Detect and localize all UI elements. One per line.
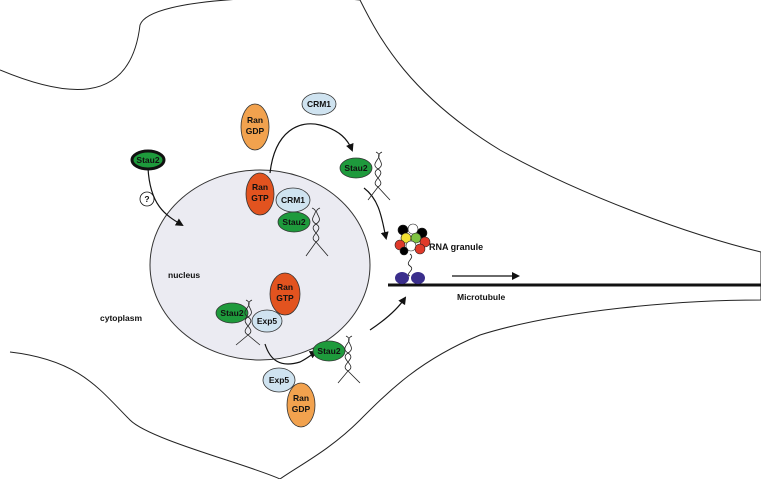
ran-gtp-upper-ran: Ran bbox=[252, 182, 268, 192]
stau2-cyto-lower-label: Stau2 bbox=[317, 346, 340, 356]
rna-granule bbox=[394, 223, 431, 256]
stau2-cyto-upper bbox=[339, 157, 373, 179]
stau2-cyto-lower bbox=[312, 340, 346, 362]
ran-gdp-bottom-gdp: GDP bbox=[292, 404, 311, 414]
rna-granule-label: RNA granule bbox=[429, 242, 483, 252]
crm1-nuclear-label: CRM1 bbox=[281, 195, 305, 205]
exp5-export-arrow bbox=[264, 343, 318, 365]
ran-gdp-top-gdp: GDP bbox=[246, 126, 265, 136]
crm1-free bbox=[301, 92, 337, 116]
microtubule-label: Microtubule bbox=[457, 292, 505, 302]
rna-upper bbox=[305, 207, 329, 257]
ran-gdp-top-ran: Ran bbox=[247, 115, 263, 125]
ran-gdp-bottom bbox=[286, 382, 316, 428]
unknown-factor bbox=[139, 191, 155, 207]
stau2-nuclear-lower bbox=[215, 302, 249, 324]
rna-cyto-upper bbox=[367, 151, 391, 201]
ran-gtp-upper-gtp: GTP bbox=[251, 193, 269, 203]
free-stau2-label: Stau2 bbox=[136, 155, 159, 165]
ran-gdp-bottom-ran: Ran bbox=[293, 393, 309, 403]
unknown-factor-label: ? bbox=[144, 194, 149, 204]
crm1-free-label: CRM1 bbox=[307, 99, 331, 109]
stau2-nuclear-upper-label: Stau2 bbox=[282, 217, 305, 227]
rna-lower-nuclear bbox=[235, 299, 261, 346]
ran-gtp-lower-ran: Ran bbox=[277, 282, 293, 292]
stau2-cyto-upper-label: Stau2 bbox=[344, 163, 367, 173]
exp5-free-label: Exp5 bbox=[269, 375, 290, 385]
to-microtubule-arrow bbox=[369, 296, 407, 331]
exp5-nuclear-label: Exp5 bbox=[257, 316, 278, 326]
exp5-nuclear bbox=[251, 309, 283, 333]
entry-arrow bbox=[147, 167, 184, 227]
ran-gtp-lower bbox=[269, 272, 301, 316]
nucleus-label: nucleus bbox=[168, 270, 200, 280]
exp5-free bbox=[262, 367, 296, 393]
motor-protein bbox=[395, 272, 425, 284]
granule-rna-stem bbox=[407, 253, 413, 277]
ran-gtp-upper bbox=[245, 172, 275, 216]
cytoplasm-label: cytoplasm bbox=[100, 313, 142, 323]
stau2-nuclear-upper bbox=[277, 211, 311, 233]
free-stau2 bbox=[130, 149, 166, 171]
nucleus bbox=[149, 169, 371, 361]
stau2-nuclear-lower-label: Stau2 bbox=[220, 308, 243, 318]
ran-gtp-lower-gtp: GTP bbox=[276, 293, 294, 303]
crm1-export-arrow bbox=[269, 123, 354, 174]
granule-arrow bbox=[363, 187, 389, 240]
ran-gdp-top bbox=[240, 103, 270, 151]
rna-cyto-lower bbox=[337, 335, 361, 384]
